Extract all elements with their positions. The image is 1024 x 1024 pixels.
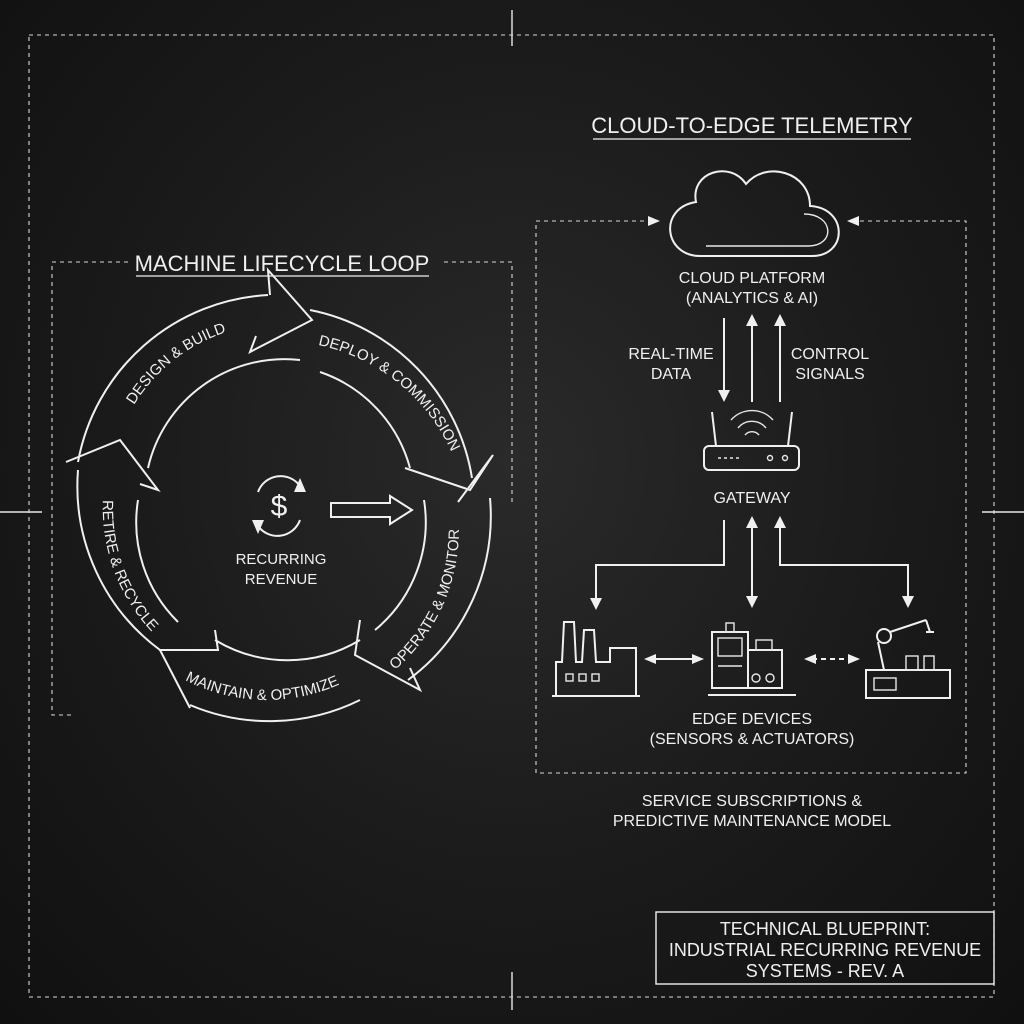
subscriptions-line2: PREDICTIVE MAINTENANCE MODEL [613, 813, 891, 830]
lifecycle-ring [76, 294, 492, 723]
control-label-line1: CONTROL [791, 346, 869, 363]
robot-arm-icon [865, 619, 951, 699]
center-label-line2: REVENUE [245, 571, 318, 588]
dollar-cycle-icon: $ [252, 475, 306, 537]
hollow-arrow-icon [330, 494, 414, 526]
stage-label-operate: OPERATE & MONITOR [386, 529, 463, 673]
control-label-line2: SIGNALS [795, 366, 864, 383]
gateway-device-links [590, 516, 914, 664]
arrow-head-retire [65, 438, 161, 492]
telemetry-title: CLOUD-TO-EDGE TELEMETRY [591, 113, 913, 138]
arrow-head-operate [353, 619, 423, 693]
cloud-icon [669, 170, 840, 257]
cloud-label-line2: (ANALYTICS & AI) [686, 290, 818, 307]
factory-icon [552, 621, 640, 697]
gateway-label: GATEWAY [713, 490, 790, 507]
lifecycle-title: MACHINE LIFECYCLE LOOP [135, 251, 430, 276]
subscriptions-line1: SERVICE SUBSCRIPTIONS & [642, 793, 863, 810]
center-label-line1: RECURRING [236, 551, 327, 568]
edge-label-line2: (SENSORS & ACTUATORS) [650, 731, 855, 748]
stage-label-design: DESIGN & BUILD [123, 320, 228, 408]
title-block-line1: TECHNICAL BLUEPRINT: [720, 919, 930, 939]
arrow-head-maintain [158, 629, 220, 709]
arrow-head-design [248, 267, 314, 355]
stage-label-retire: RETIRE & RECYCLE [99, 500, 162, 635]
telemetry-dashed-box [535, 220, 967, 774]
lifecycle-dashed-bracket [51, 261, 513, 716]
stage-label-maintain: MAINTAIN & OPTIMIZE [183, 668, 341, 704]
title-block: TECHNICAL BLUEPRINT: INDUSTRIAL RECURRIN… [655, 911, 995, 985]
gateway-router-icon [703, 409, 800, 471]
cloud-gateway-arrows [718, 314, 786, 402]
realtime-label-line2: DATA [651, 366, 692, 383]
title-block-line3: SYSTEMS - REV. A [746, 961, 904, 981]
realtime-label-line1: REAL-TIME [628, 346, 713, 363]
telemetry-panel: CLOUD-TO-EDGE TELEMETRY CLOUD PLATFORM (… [535, 113, 967, 774]
machine-icon [708, 622, 796, 696]
stage-label-deploy: DEPLOY & COMMISSION [317, 332, 463, 453]
edge-label-line1: EDGE DEVICES [692, 711, 812, 728]
svg-text:$: $ [271, 490, 288, 523]
blueprint-frame [0, 10, 1024, 1010]
lifecycle-panel: MACHINE LIFECYCLE LOOP DESIGN & BUILD DE… [51, 251, 513, 723]
arrow-head-deploy [404, 454, 494, 503]
cloud-label-line1: CLOUD PLATFORM [679, 270, 825, 287]
title-block-line2: INDUSTRIAL RECURRING REVENUE [669, 940, 981, 960]
